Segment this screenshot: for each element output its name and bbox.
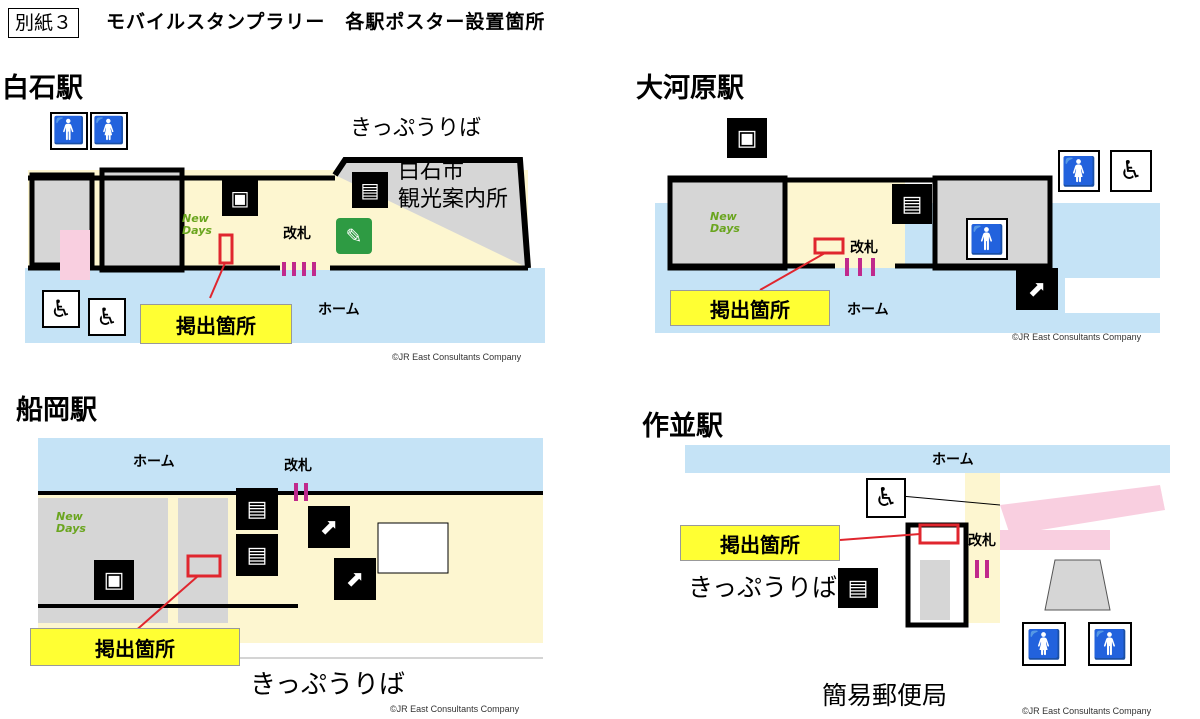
- poster-location-label: 掲出箇所: [670, 290, 830, 326]
- ticket-machine-icon: ▤: [236, 534, 278, 576]
- platform-label: ホーム: [318, 302, 360, 318]
- platform-area: [685, 445, 1170, 473]
- coin-locker-icon: ▣: [727, 118, 767, 158]
- escalator-icon: ⬈: [308, 506, 350, 548]
- map-ogawara: New Days 改札 ホーム: [655, 175, 1160, 333]
- stairs-area: [377, 522, 449, 574]
- poster-pointer: [209, 262, 226, 299]
- platform-label: ホーム: [932, 452, 974, 468]
- poster-marker: [813, 237, 845, 255]
- gate-label: 改札: [284, 457, 312, 474]
- ticket-gate: [975, 560, 989, 578]
- female-restroom-icon: 🚺: [1058, 150, 1100, 192]
- tourist-office-label-2: 観光案内所: [398, 187, 508, 212]
- stairs-icon: ⬈: [1016, 268, 1058, 310]
- poster-location-label: 掲出箇所: [30, 628, 240, 666]
- attachment-label: 別紙３: [8, 8, 80, 38]
- poster-pointer: [839, 533, 921, 541]
- ticket-office-label: きっぷうりば: [688, 573, 838, 602]
- poster-location-label: 掲出箇所: [140, 304, 292, 344]
- gate-label: 改札: [850, 239, 878, 256]
- concourse-area: [785, 178, 905, 268]
- shop-logo-new: New: [710, 210, 738, 223]
- gate-label: 改札: [968, 532, 996, 549]
- ticket-office-label: きっぷうりば: [250, 670, 405, 700]
- coin-locker-icon: ▣: [94, 560, 134, 600]
- copyright: ©JR East Consultants Company: [392, 352, 522, 362]
- poster-marker: [186, 554, 222, 578]
- shop-logo-new: New: [182, 212, 210, 225]
- tourist-info-icon: ✎: [336, 218, 372, 254]
- platform-label: ホーム: [847, 302, 889, 318]
- stairs-icon: ⬈: [334, 558, 376, 600]
- wheelchair-icon: ♿: [42, 290, 80, 328]
- tourist-office-label-1: 白石市: [398, 159, 464, 184]
- ticket-machine-icon: ▤: [352, 172, 388, 208]
- shop-logo-days: Days: [182, 224, 212, 237]
- coin-locker-icon: ▣: [222, 180, 258, 216]
- stairs-area: [1065, 278, 1160, 313]
- shop-logo-days: Days: [56, 522, 86, 535]
- station-name-shiroishi: 白石駅: [2, 73, 83, 104]
- male-restroom-icon: 🚹: [966, 218, 1008, 260]
- wheelchair-icon: ♿: [88, 298, 126, 336]
- male-restroom-icon: 🚹: [50, 112, 88, 150]
- ticket-gate: [845, 258, 875, 276]
- wheelchair-icon: ♿: [1110, 150, 1152, 192]
- accessible-route: [60, 230, 90, 280]
- copyright: ©JR East Consultants Company: [1012, 332, 1142, 342]
- poster-pointer: [759, 252, 826, 291]
- copyright: ©JR East Consultants Company: [1022, 706, 1152, 716]
- station-name-funaoka: 船岡駅: [16, 395, 97, 426]
- female-restroom-icon: 🚺: [90, 112, 128, 150]
- ticket-machine-icon: ▤: [236, 488, 278, 530]
- female-restroom-icon: 🚺: [1022, 622, 1066, 666]
- page-title: モバイルスタンプラリー 各駅ポスター設置箇所: [106, 11, 546, 33]
- accessible-route: [1000, 485, 1165, 535]
- ticket-gate: [282, 262, 316, 276]
- gate-label: 改札: [283, 225, 311, 242]
- ticket-machine-icon: ▤: [892, 184, 932, 224]
- ticket-machine-icon: ▤: [838, 568, 878, 608]
- map-sakunami: ホーム 改札: [685, 445, 1170, 628]
- poster-marker: [218, 233, 234, 265]
- male-restroom-icon: 🚹: [1088, 622, 1132, 666]
- shop-block: [99, 167, 185, 273]
- ticket-office-label: きっぷうりば: [350, 116, 481, 141]
- restroom-block: [1044, 559, 1111, 611]
- platform-label: ホーム: [133, 454, 175, 470]
- ticket-gate: [294, 483, 308, 501]
- wheelchair-icon: ♿: [866, 478, 906, 518]
- platform-area: [38, 438, 543, 493]
- station-name-sakunami: 作並駅: [642, 411, 723, 442]
- shop-logo-days: Days: [710, 222, 740, 235]
- post-office-label: 簡易郵便局: [822, 681, 948, 710]
- concourse-area: [965, 473, 1000, 623]
- poster-location-label: 掲出箇所: [680, 525, 840, 561]
- shop-logo-new: New: [56, 510, 84, 523]
- copyright: ©JR East Consultants Company: [390, 704, 520, 714]
- poster-pointer: [132, 575, 199, 634]
- station-name-ogawara: 大河原駅: [636, 73, 744, 104]
